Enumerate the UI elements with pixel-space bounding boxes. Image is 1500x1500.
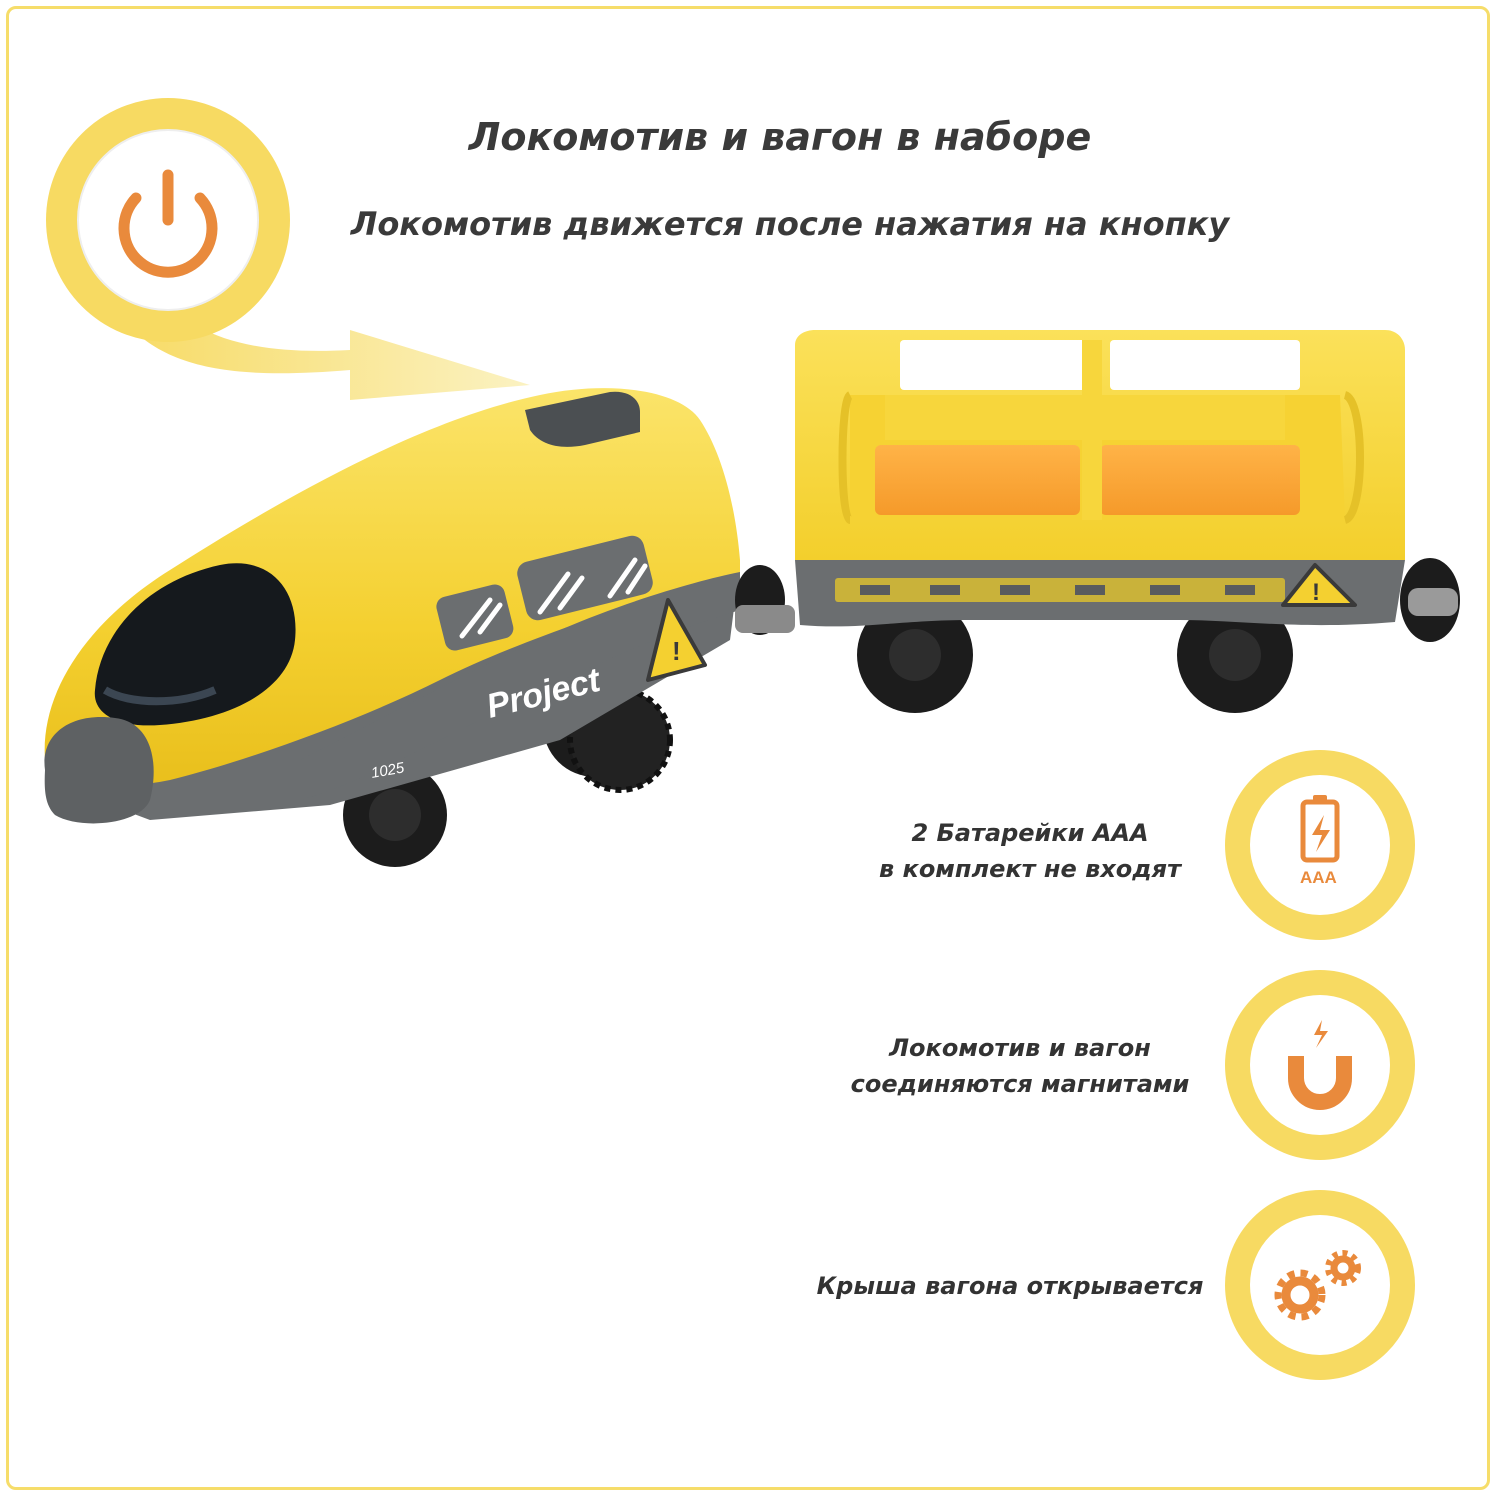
page-title: Локомотив и вагон в наборе	[468, 115, 1092, 159]
warning-icon: !	[646, 598, 707, 682]
gears-icon	[1274, 1250, 1361, 1321]
pointer-arrow	[110, 290, 530, 400]
power-icon	[118, 169, 218, 278]
feature-roof-text: Крыша вагона открывается	[800, 1268, 1220, 1304]
battery-type-label: AAA	[1300, 868, 1337, 887]
feature-roof-line-1: Крыша вагона открывается	[816, 1272, 1204, 1300]
magnet-badge	[1225, 970, 1415, 1160]
gears-badge	[1225, 1190, 1415, 1380]
page-subtitle: Локомотив движется после нажатия на кноп…	[350, 205, 1230, 243]
feature-magnets-line-2: соединяются магнитами	[850, 1070, 1190, 1098]
svg-text:!: !	[672, 636, 681, 666]
locomotive: ! Project 1025	[44, 388, 740, 867]
page-frame	[6, 6, 1490, 1490]
power-badge	[46, 98, 290, 342]
feature-magnets-text: Локомотив и вагон соединяются магнитами	[840, 1030, 1200, 1102]
magnet-coupling	[735, 565, 795, 635]
wagon: !	[795, 330, 1460, 713]
battery-icon	[1300, 795, 1340, 863]
feature-batteries-line-1: 2 Батарейки ААА	[911, 819, 1149, 847]
feature-magnets-line-1: Локомотив и вагон	[889, 1034, 1151, 1062]
svg-text:!: !	[1312, 579, 1320, 606]
feature-batteries-text: 2 Батарейки ААА в комплект не входят	[860, 815, 1200, 887]
battery-badge: AAA	[1225, 750, 1415, 940]
warning-icon-wagon: !	[1281, 563, 1357, 607]
model-number: 1025	[370, 759, 406, 782]
magnet-icon	[1288, 1020, 1352, 1110]
feature-batteries-line-2: в комплект не входят	[878, 855, 1181, 883]
